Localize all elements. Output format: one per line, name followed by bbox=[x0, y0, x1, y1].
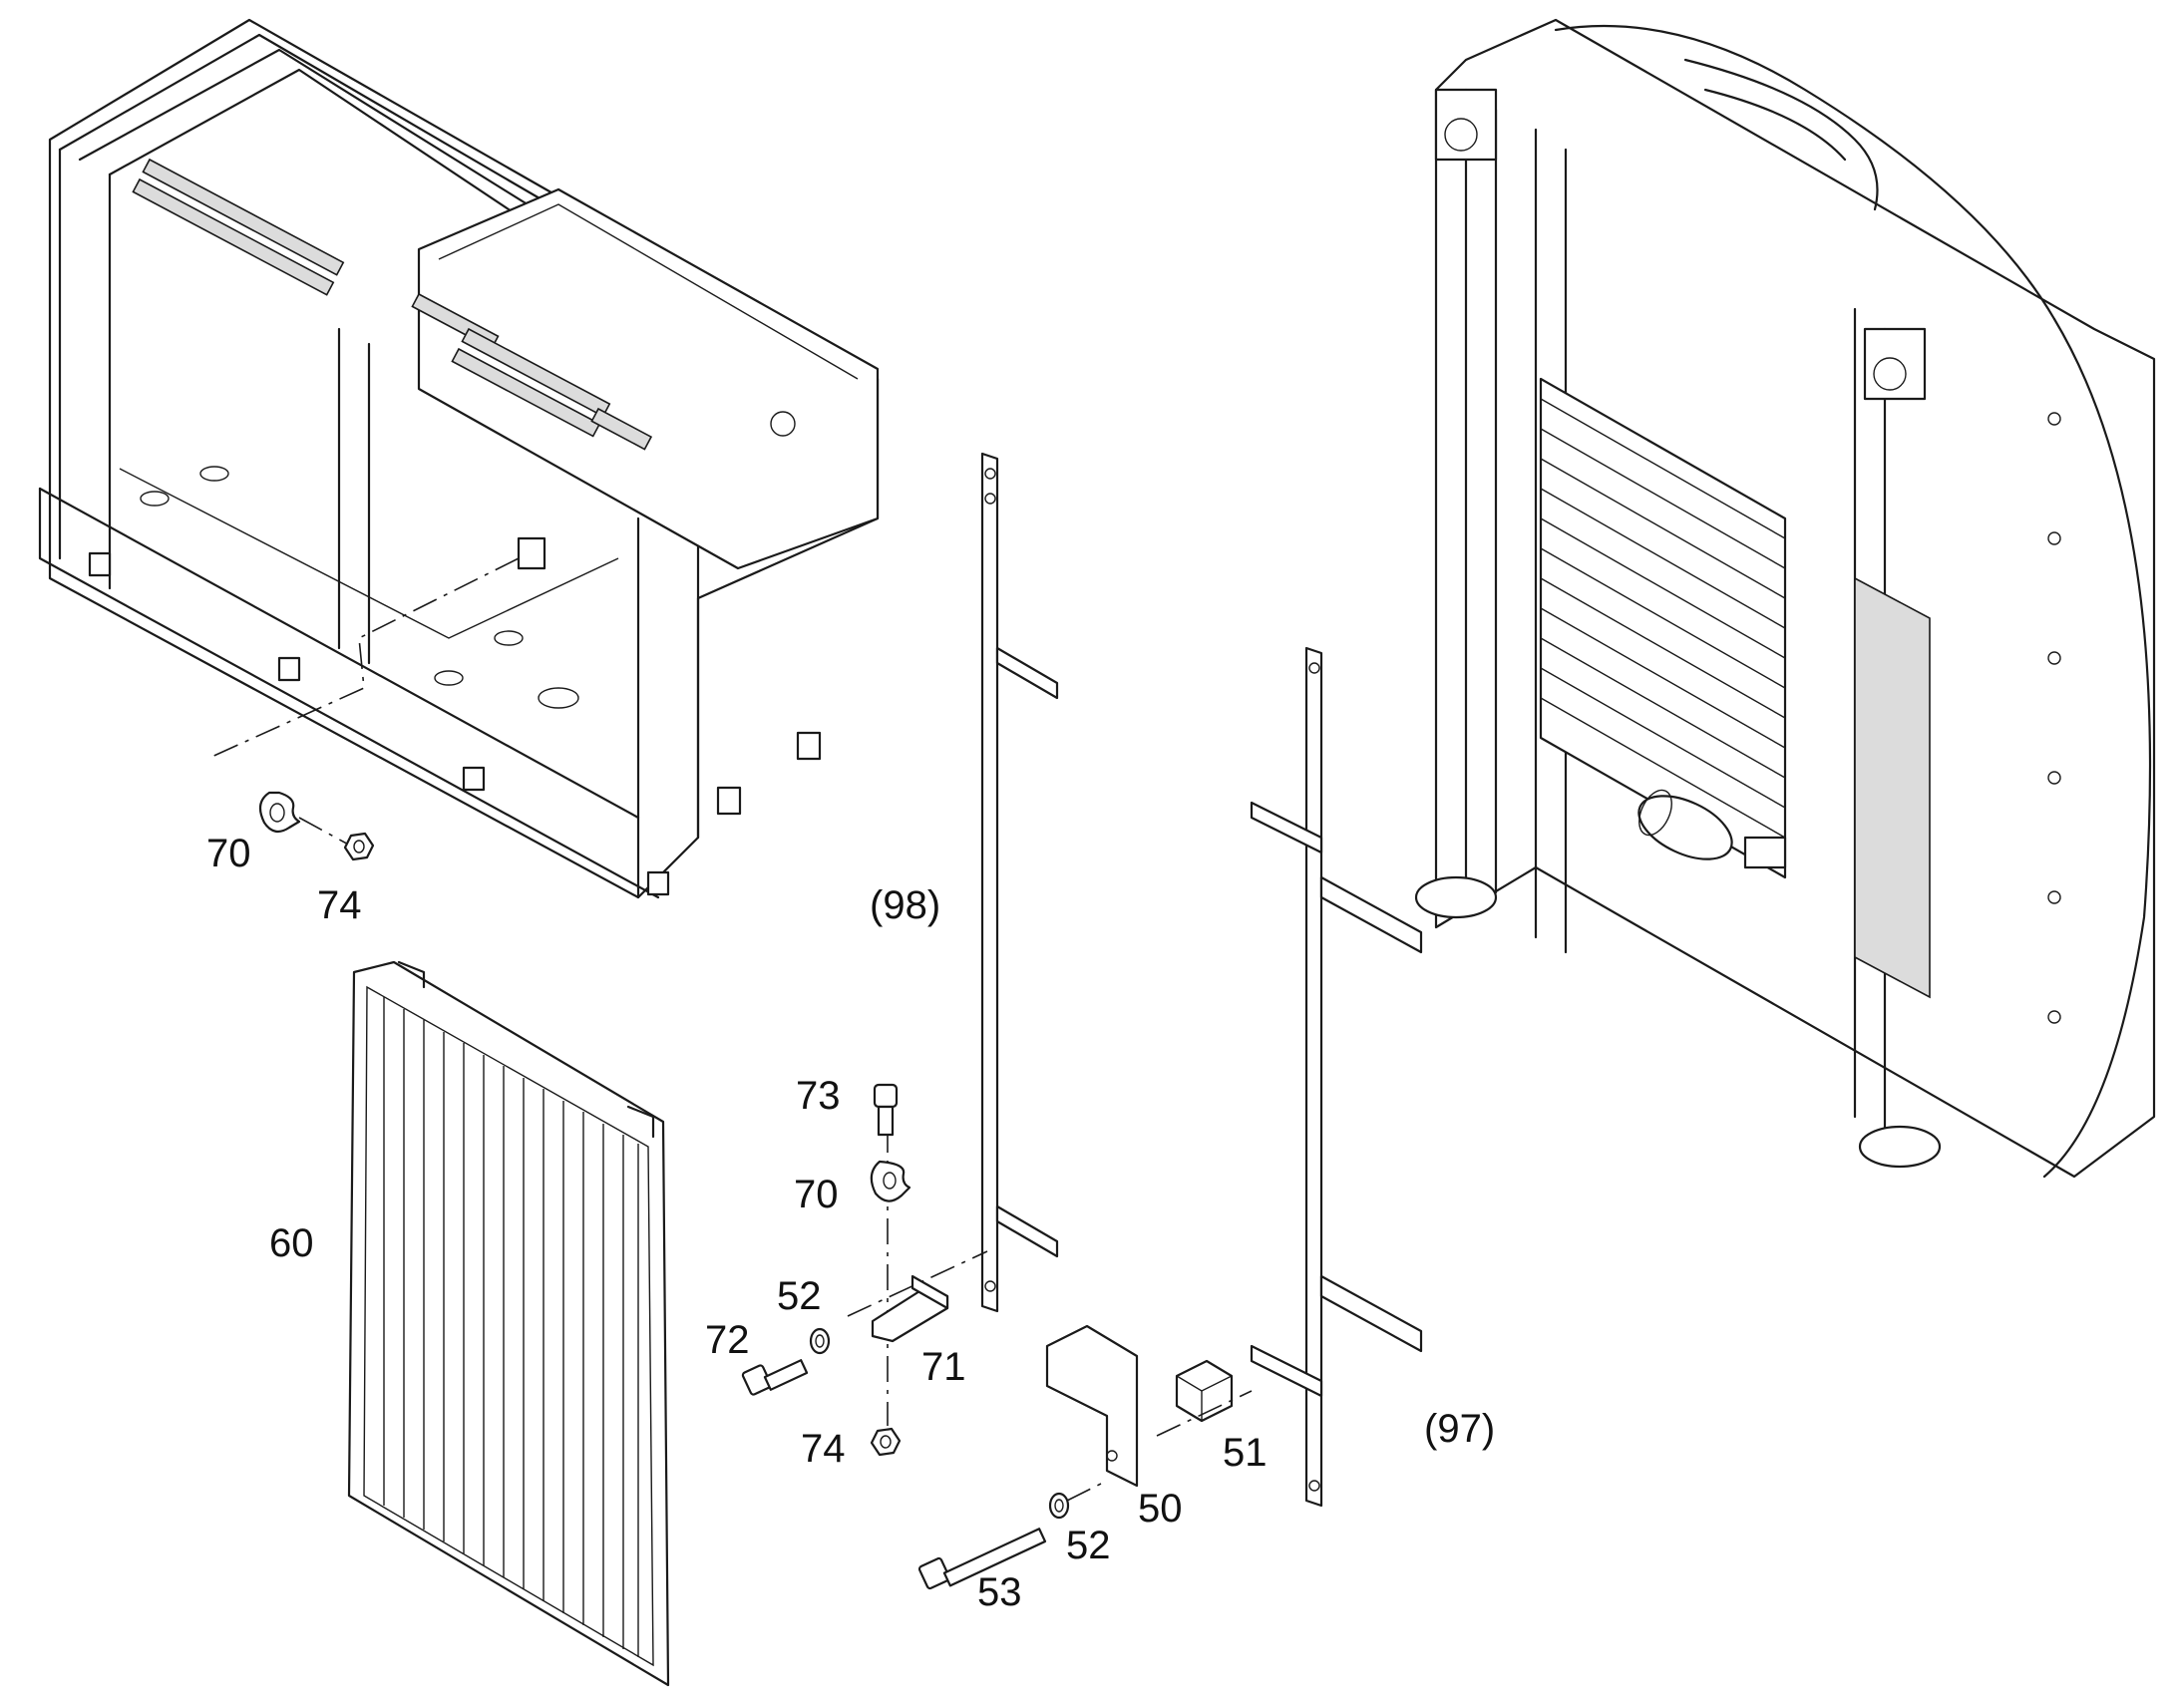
callout-50: 50 bbox=[1138, 1487, 1183, 1531]
nut-part-74-top bbox=[343, 832, 375, 861]
condenser-core-part-60 bbox=[347, 960, 670, 1687]
callout-71: 71 bbox=[921, 1345, 966, 1389]
callout-72: 72 bbox=[705, 1318, 750, 1362]
callout-74-top: 74 bbox=[317, 883, 362, 927]
bracket-part-97 bbox=[1250, 646, 1423, 1508]
receiver-drier bbox=[1637, 789, 1787, 869]
plate-part-50 bbox=[1045, 1324, 1139, 1488]
callout-73: 73 bbox=[796, 1074, 841, 1118]
callout-60: 60 bbox=[269, 1221, 314, 1265]
nut-part-74-bottom bbox=[870, 1427, 902, 1457]
callout-97: (97) bbox=[1424, 1407, 1495, 1451]
callout-53: 53 bbox=[977, 1570, 1022, 1614]
callout-70-mid: 70 bbox=[794, 1173, 839, 1216]
callout-98: (98) bbox=[870, 883, 940, 927]
bracket-part-98 bbox=[980, 452, 1059, 1313]
callout-70-top: 70 bbox=[206, 832, 251, 875]
bolt-part-72 bbox=[741, 1359, 809, 1396]
bracket-part-71 bbox=[871, 1274, 949, 1343]
clip-part-70-top bbox=[258, 791, 301, 834]
condenser-core-fins bbox=[383, 997, 639, 1657]
clip-part-70-mid bbox=[870, 1160, 911, 1202]
callout-74-bottom: 74 bbox=[801, 1427, 846, 1471]
washer-part-52-left bbox=[809, 1327, 831, 1355]
bolt-part-53 bbox=[917, 1528, 1047, 1590]
washer-part-52-bottom bbox=[1048, 1492, 1070, 1520]
callout-51: 51 bbox=[1223, 1431, 1268, 1475]
assembled-condenser-fins bbox=[1540, 398, 1786, 839]
callout-52-bottom: 52 bbox=[1066, 1524, 1111, 1567]
screw-part-73 bbox=[873, 1083, 899, 1137]
callout-52-left: 52 bbox=[777, 1274, 822, 1318]
assembled-radiator-drawing bbox=[1414, 18, 2156, 1179]
frame-housing-drawing bbox=[38, 18, 880, 899]
block-part-51 bbox=[1175, 1359, 1234, 1423]
